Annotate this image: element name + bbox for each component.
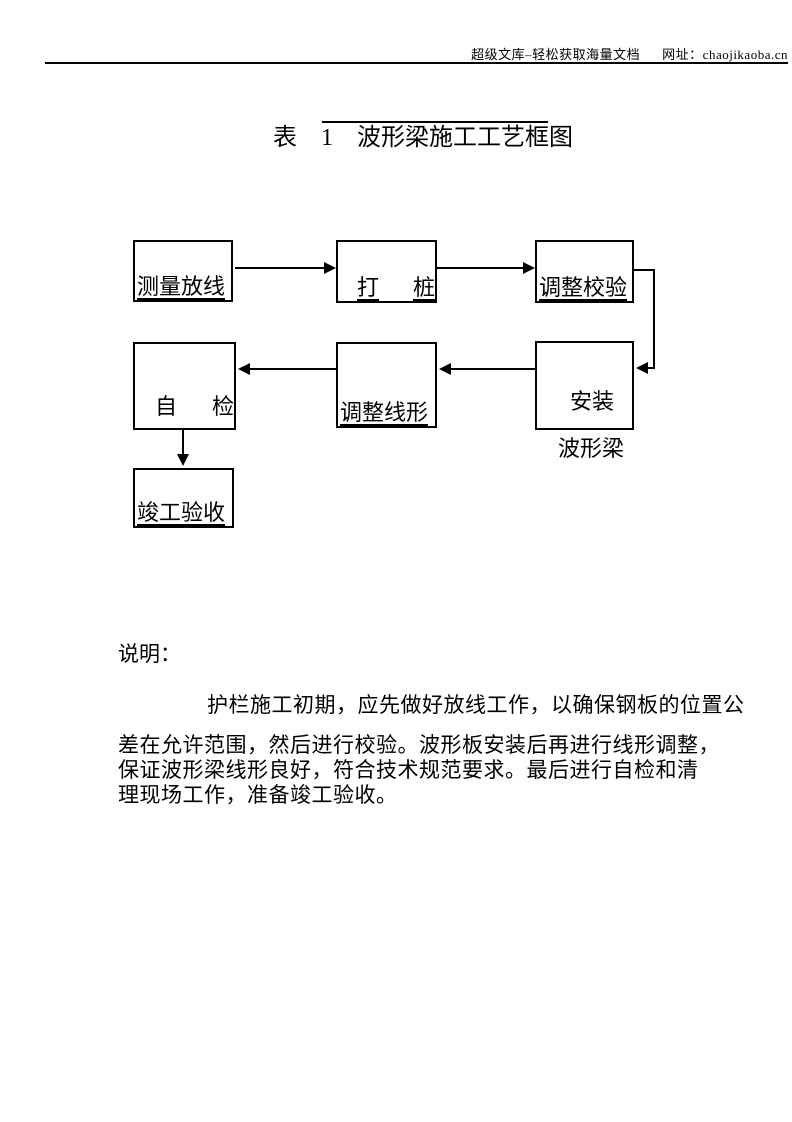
arrow-install-to-adjust-align-line xyxy=(451,368,535,370)
flow-box-install: 安装 xyxy=(535,341,634,430)
header-site-text: 超级文库–轻松获取海量文档 xyxy=(471,47,641,62)
flow-box-self-check: 自 检 xyxy=(133,342,236,430)
explanation-line: 护栏施工初期，应先做好放线工作，以确保钢板的位置公 xyxy=(207,693,745,717)
flow-box-completion: 竣工验收 xyxy=(133,468,234,528)
connector-adjust-check-vertical xyxy=(653,269,655,368)
explanation-line: 保证波形梁线形良好，符合技术规范要求。最后进行自检和清 xyxy=(118,758,699,782)
flow-box-measure: 测量放线 xyxy=(133,240,233,302)
connector-adjust-check-horizontal xyxy=(634,269,655,271)
flow-box-adjust-align: 调整线形 xyxy=(336,342,437,428)
arrow-self-check-to-completion-head xyxy=(177,454,189,466)
explanation-line: 差在允许范围，然后进行校验。波形板安装后再进行线形调整， xyxy=(118,733,720,757)
flow-label-completion: 竣工验收 xyxy=(137,500,226,526)
flow-label-pile: 打 桩 xyxy=(357,275,435,301)
flow-box-pile: 打 桩 xyxy=(336,240,437,303)
explanation-line: 理现场工作，准备竣工验收。 xyxy=(118,783,398,807)
explanation-heading: 说明： xyxy=(118,642,181,666)
flow-sublabel-install: 波形梁 xyxy=(558,436,625,461)
arrow-adjust-check-to-install-head xyxy=(636,362,648,374)
arrow-adjust-align-to-self-check-head xyxy=(238,363,250,375)
arrow-install-to-adjust-align-head xyxy=(439,363,451,375)
arrow-measure-to-pile-line xyxy=(235,267,324,269)
header-rule xyxy=(45,62,788,64)
flow-label-measure: 测量放线 xyxy=(137,274,226,300)
flow-label-adjust-align: 调整线形 xyxy=(340,400,429,426)
flow-label-self-check: 自 检 xyxy=(155,394,234,419)
arrow-measure-to-pile-head xyxy=(324,262,336,274)
flow-box-adjust-check: 调整校验 xyxy=(535,240,634,303)
page-header: 超级文库–轻松获取海量文档 网址：chaojikaoba.cn xyxy=(471,44,788,63)
title-overline xyxy=(322,121,548,123)
flow-label-install: 安装 xyxy=(570,389,615,414)
header-url-text: 网址：chaojikaoba.cn xyxy=(662,47,788,62)
arrow-self-check-to-completion-line xyxy=(182,430,184,456)
flow-label-adjust-check: 调整校验 xyxy=(539,275,628,301)
connector-install-stub xyxy=(648,367,655,369)
arrow-adjust-align-to-self-check-line xyxy=(250,368,336,370)
arrow-pile-to-adjust-check-line xyxy=(437,267,523,269)
arrow-pile-to-adjust-check-head xyxy=(523,262,535,274)
page-title: 表 1 波形梁施工工艺框图 xyxy=(273,125,573,151)
